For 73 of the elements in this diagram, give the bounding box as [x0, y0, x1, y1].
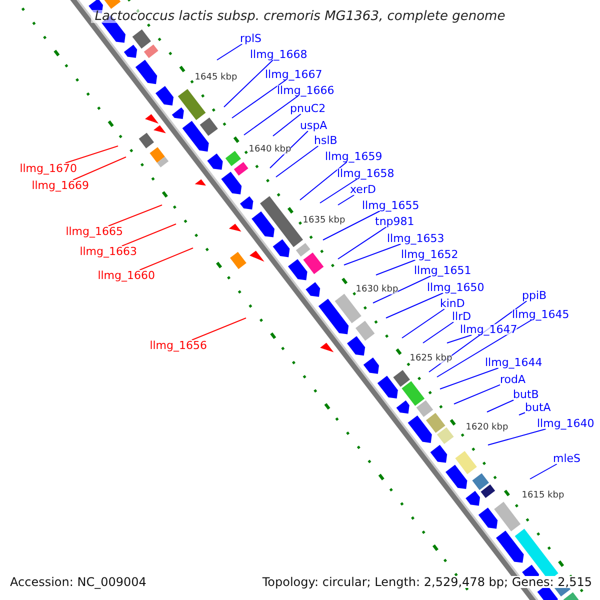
- gene-label: hslB: [314, 135, 338, 146]
- leader-line: [530, 464, 558, 480]
- leader-line: [121, 224, 176, 246]
- leader-line: [232, 80, 286, 118]
- gene-label: ppiB: [522, 290, 547, 301]
- gene-label: tnp981: [375, 216, 414, 227]
- leader-line: [446, 334, 472, 344]
- leader-line: [244, 96, 299, 136]
- leader-line: [436, 320, 532, 378]
- gene-label: pnuC2: [290, 103, 326, 114]
- scale-label: 1620 kbp: [466, 424, 508, 432]
- scale-label: 1615 kbp: [522, 492, 564, 500]
- scale-label: 1640 kbp: [248, 146, 292, 154]
- scale-label: 1630 kbp: [356, 286, 398, 294]
- leader-line: [386, 292, 444, 318]
- gene-label: llmg_1669: [32, 180, 89, 191]
- leader-line: [488, 428, 546, 446]
- leader-line: [72, 156, 126, 180]
- info-text: Accession: NC_009004: [10, 576, 146, 588]
- leader-line: [216, 44, 243, 60]
- gene-label: llmg_1653: [387, 233, 444, 244]
- gene-label: llmg_1640: [537, 418, 594, 429]
- leader-line: [376, 260, 416, 276]
- gene-label: llmg_1644: [485, 357, 542, 368]
- leader-line: [344, 244, 402, 266]
- leader-line: [300, 162, 348, 200]
- gene-label: llmg_1660: [98, 270, 155, 281]
- leader-line: [440, 368, 499, 390]
- gene-label: llmg_1651: [414, 265, 472, 276]
- gene-label: llmg_1670: [20, 163, 77, 174]
- info-text: Topology: circular; Length: 2,529,478 bp; Genes: 2,515: [262, 576, 592, 588]
- leader-line: [224, 60, 274, 108]
- gene-label: llmg_1667: [265, 69, 322, 80]
- gene-label: llmg_1647: [460, 324, 518, 335]
- leader-line: [402, 308, 445, 338]
- leader-line: [372, 276, 432, 304]
- gene-label: llmg_1668: [250, 49, 308, 60]
- gene-label: llmg_1645: [512, 309, 570, 320]
- gene-label: llmg_1658: [337, 168, 394, 179]
- leader-line: [64, 146, 118, 164]
- gene-label: llmg_1659: [325, 151, 382, 162]
- leader-line: [338, 226, 387, 260]
- gene-label: llrD: [452, 311, 472, 322]
- scale-label: 1635 kbp: [302, 216, 346, 226]
- leader-line: [320, 178, 358, 204]
- gene-label: rodA: [500, 374, 526, 385]
- leader-line: [276, 146, 319, 178]
- leader-line: [422, 322, 454, 344]
- gene-label: rplS: [240, 33, 262, 44]
- leader-line: [322, 210, 380, 240]
- gene-label: llmg_1666: [277, 85, 334, 96]
- gene-label: uspA: [300, 120, 328, 131]
- leader-line: [272, 114, 302, 136]
- leader-line: [191, 318, 246, 340]
- leader-line: [139, 248, 194, 270]
- gene-label: llmg_1652: [401, 249, 458, 260]
- leader-line: [108, 204, 162, 226]
- gene-label: llmg_1663: [80, 246, 137, 257]
- gene-label: llmg_1656: [150, 340, 207, 351]
- gene-label: llmg_1650: [427, 282, 484, 293]
- leader-line: [486, 400, 514, 412]
- gene-label: mleS: [553, 453, 581, 464]
- gene-label: xerD: [350, 184, 376, 195]
- leader-line: [338, 194, 355, 206]
- scale-label: 1645 kbp: [194, 74, 238, 82]
- scale-label: 1625 kbp: [410, 354, 452, 364]
- leader-line: [454, 384, 500, 404]
- gene-label: kinD: [440, 298, 465, 309]
- gene-label: butA: [525, 402, 551, 413]
- leader-line: [518, 412, 526, 416]
- gene-label: llmg_1665: [66, 226, 123, 237]
- gene-label: llmg_1655: [362, 200, 420, 211]
- gene-label: butB: [513, 389, 539, 400]
